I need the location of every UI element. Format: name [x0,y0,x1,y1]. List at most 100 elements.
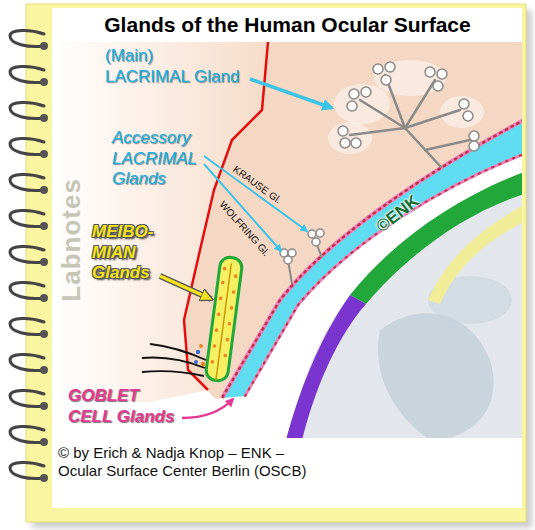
gland-acinus [361,87,371,97]
anatomy [52,42,522,438]
gland-acini [338,62,479,151]
binder-hole [40,42,48,50]
gland-acinus [381,75,391,85]
gland-acinus [338,126,348,136]
eyelash [142,371,204,376]
gland-label: MEIBO- MIAN Glands [92,222,167,284]
wolfring-gland [280,249,296,284]
binder-hole [40,402,48,410]
goblet-cell-dots [245,154,522,396]
gland-acinus [316,229,324,237]
binder-hole [40,294,48,302]
gland-acinus [212,344,216,348]
eyelash [150,344,206,360]
gland-acinus [351,138,361,148]
leader-line [182,399,233,418]
hair-follicle [201,362,205,366]
conjunctival-epithelium [222,120,522,398]
hair-follicle [196,350,200,354]
binder-ring [10,354,44,370]
krause-gland [308,229,324,258]
gland-label: GOBLET CELL Glands [68,386,181,427]
gland-acinus [214,328,218,332]
gland-duct [405,110,460,128]
gland-lobe [328,122,372,154]
gland-acinus [340,138,350,148]
binder-hole [40,150,48,158]
gland-acinus [349,89,359,99]
gland-acinus [463,111,473,121]
gland-duct [360,100,405,128]
gland-acinus [229,306,233,310]
goblet-cell-dots [222,120,522,398]
gland-acinus [308,230,316,238]
gland-acinus [437,69,447,79]
gland-acinus [284,256,292,264]
gland-acini [210,267,238,366]
gland-acinus [223,267,227,271]
gland-acinus [385,62,395,72]
diagram-title: Glands of the Human Ocular Surface [55,12,520,38]
eyelashes [142,344,206,376]
gland-acinus [425,67,435,77]
ciliary-body [378,313,494,438]
binder-rings [10,30,44,478]
gland-acinus [225,338,229,342]
gland-acinus [217,312,221,316]
eyelash [142,357,205,368]
binder-ring [10,174,44,190]
binder-ring [10,426,44,442]
gland-label: (Main) LACRIMAL Gland [105,46,265,87]
gland-acinus [234,274,238,278]
gland-lobe [374,60,446,96]
gland-acinus [210,360,214,364]
gland-lobe [334,84,390,124]
watermark: Labnotes [56,178,88,302]
binder-hole [40,78,48,86]
leader-arrow-outline [160,276,211,299]
gland-acinus [373,64,383,74]
binder-hole [40,366,48,374]
tear-film [222,120,522,398]
binder-ring [10,210,44,226]
binder-hole [40,114,48,122]
yellow-paper [26,4,526,522]
purple-layer [286,295,366,438]
binder-hole [40,438,48,446]
binder-ring [10,246,44,262]
binder-ring [10,30,44,46]
gland-acinus [221,281,225,285]
binder-hole [40,330,48,338]
hair-follicle [199,344,203,348]
wrap-spacer [205,46,265,62]
gland-acinus [232,290,236,294]
gland-acinus [312,238,320,246]
leader-line [204,156,307,231]
gland-acinus [227,322,231,326]
eyelid-tissue [184,42,522,399]
binder-ring [10,390,44,406]
leader-arrow [160,276,211,299]
binder-holes [40,42,48,482]
gland-acinus [219,296,223,300]
bulbar-epithelium [245,154,522,396]
main-lacrimal-gland [328,60,484,167]
copyright-caption: © by Erich & Nadja Knop – ENK – Ocular S… [58,444,316,481]
binder-hole [40,186,48,194]
gland-duct [425,140,470,150]
gland-body [205,256,243,382]
binder-hole [40,474,48,482]
gland-ducts [350,75,470,167]
binder-ring [10,282,44,298]
binder-ring [10,66,44,82]
gland-acinus [223,353,227,357]
gland-lobe [440,96,484,128]
binder-ring [10,318,44,334]
binder-ring [10,138,44,154]
gland-label: Accessory LACRIMAL Glands [112,128,207,190]
binder-hole [40,258,48,266]
gland-duct [216,263,231,380]
binder-hole [40,222,48,230]
gland-acinus [469,131,479,141]
